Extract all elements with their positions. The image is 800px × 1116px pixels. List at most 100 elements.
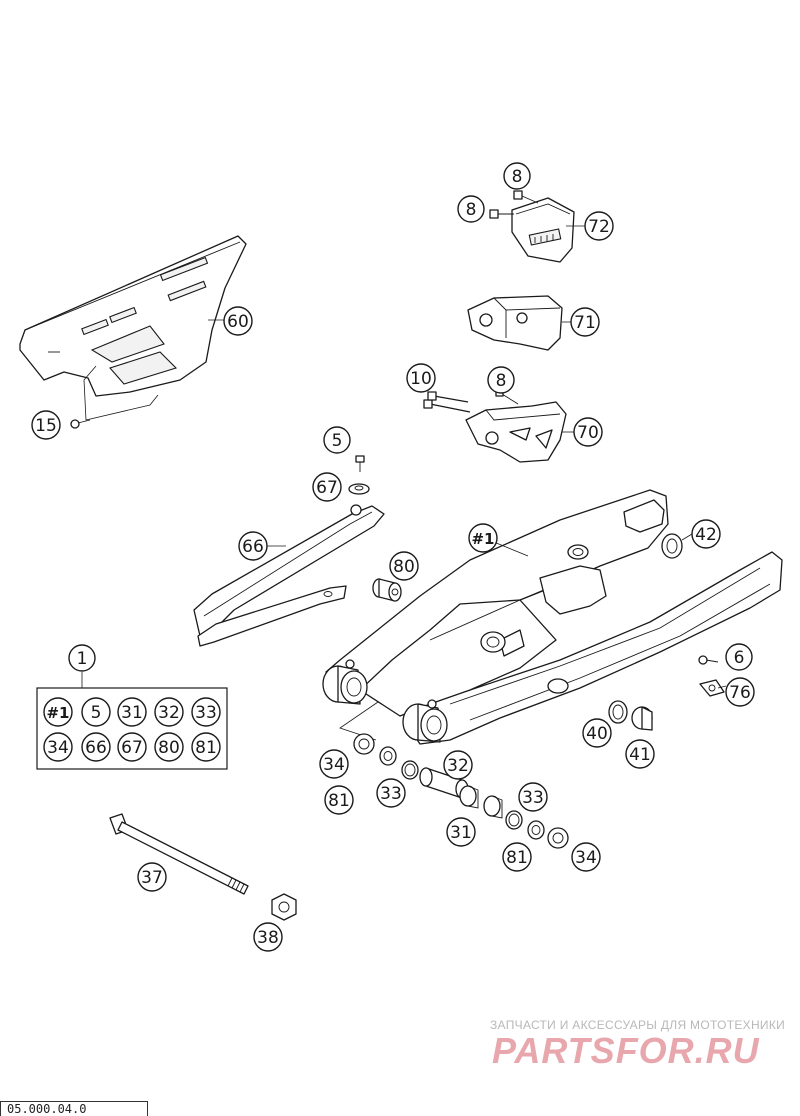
svg-text:8: 8 — [512, 167, 523, 187]
callout-10: 10 — [406, 363, 436, 393]
kit-item-81: 81 — [191, 732, 221, 762]
svg-text:42: 42 — [695, 525, 717, 545]
callout-8-side: 8 — [457, 195, 485, 223]
svg-text:67: 67 — [316, 478, 338, 498]
callout-33-right: 33 — [518, 782, 548, 812]
screw-15 — [70, 419, 91, 429]
screw-5 — [355, 455, 365, 472]
svg-text:10: 10 — [410, 369, 432, 389]
svg-text:5: 5 — [332, 431, 343, 451]
svg-text:81: 81 — [195, 738, 217, 758]
svg-text:#1: #1 — [471, 530, 494, 548]
svg-text:38: 38 — [257, 928, 279, 948]
svg-text:33: 33 — [380, 784, 402, 804]
svg-text:67: 67 — [121, 738, 143, 758]
washer-33-right — [505, 810, 523, 830]
callout-1-kit: 1 — [68, 644, 96, 672]
svg-text:81: 81 — [328, 791, 350, 811]
callout-38: 38 — [253, 922, 283, 952]
kit-item-33: 33 — [191, 697, 221, 727]
bearing-31 — [459, 785, 503, 819]
part-70-chain-guide-bracket — [465, 401, 567, 463]
svg-text:#1: #1 — [46, 704, 69, 722]
washer-33-left — [401, 760, 419, 780]
svg-text:41: 41 — [629, 745, 651, 765]
swingarm-left-pivot — [322, 659, 368, 705]
svg-text:34: 34 — [323, 755, 345, 775]
callout-40: 40 — [582, 718, 612, 748]
watermark-subtitle: ЗАПЧАСТИ И АКСЕССУАРЫ ДЛЯ МОТОТЕХНИКИ — [490, 1018, 786, 1032]
svg-text:66: 66 — [242, 537, 264, 557]
part-72-chain-guide-cover — [511, 197, 575, 263]
svg-text:6: 6 — [734, 648, 745, 668]
callout-33-left: 33 — [376, 778, 406, 808]
kit-item-1: #1 — [43, 697, 73, 727]
callout-5: 5 — [323, 426, 351, 454]
kit-item-5: 5 — [81, 697, 111, 727]
callout-67: 67 — [312, 472, 342, 502]
seal-34-left — [353, 733, 375, 755]
part-42-roller — [661, 533, 683, 559]
svg-text:1: 1 — [77, 649, 88, 669]
svg-text:33: 33 — [522, 788, 544, 808]
callout-71: 71 — [570, 307, 600, 337]
svg-text:60: 60 — [227, 312, 249, 332]
svg-text:33: 33 — [195, 703, 217, 723]
svg-text:72: 72 — [588, 217, 610, 237]
part-1-swingarm — [322, 489, 783, 745]
svg-text:80: 80 — [158, 738, 180, 758]
callout-66: 66 — [238, 531, 268, 561]
callout-8-upper: 8 — [503, 162, 531, 190]
callout-42: 42 — [691, 519, 721, 549]
part-66-chain-slider — [193, 504, 385, 647]
callout-81-right: 81 — [502, 842, 532, 872]
callout-60: 60 — [223, 306, 253, 336]
callout-37: 37 — [137, 862, 167, 892]
washer-67 — [348, 483, 370, 495]
svg-text:76: 76 — [729, 683, 751, 703]
svg-text:34: 34 — [47, 738, 69, 758]
bolt-10 — [423, 391, 471, 413]
callout-72: 72 — [584, 211, 614, 241]
svg-text:37: 37 — [141, 868, 163, 888]
svg-text:40: 40 — [586, 724, 608, 744]
callout-8-bracket: 8 — [487, 366, 515, 394]
callout-81-left: 81 — [324, 785, 354, 815]
watermark-logo: PARTSFOR.RU — [492, 1030, 760, 1071]
callout-1-swingarm: #1 — [468, 523, 498, 553]
callout-70: 70 — [573, 417, 603, 447]
leader-lines — [208, 225, 727, 689]
kit-item-31: 31 — [117, 697, 147, 727]
callout-15: 15 — [31, 410, 61, 440]
svg-text:80: 80 — [393, 557, 415, 577]
part-80-bushing — [372, 578, 402, 602]
callout-32: 32 — [443, 750, 473, 780]
svg-text:71: 71 — [574, 313, 596, 333]
svg-text:66: 66 — [85, 738, 107, 758]
callout-76: 76 — [725, 677, 755, 707]
bolt-8-lower — [489, 209, 514, 219]
kit-item-66: 66 — [81, 732, 111, 762]
part-60-chain-guard — [19, 235, 247, 421]
svg-text:5: 5 — [91, 703, 102, 723]
kit-item-80: 80 — [154, 732, 184, 762]
part-38-nut — [271, 893, 297, 921]
part-40-ring — [608, 700, 628, 724]
bushing-81-left — [379, 746, 397, 766]
svg-text:32: 32 — [158, 703, 180, 723]
callout-41: 41 — [625, 739, 655, 769]
diagram-code: 05.000.04.0 — [0, 1101, 148, 1116]
svg-text:31: 31 — [121, 703, 143, 723]
part-37-pivot-axle — [109, 813, 249, 895]
svg-text:8: 8 — [466, 200, 477, 220]
svg-text:8: 8 — [496, 371, 507, 391]
kit-item-67: 67 — [117, 732, 147, 762]
callout-31: 31 — [446, 817, 476, 847]
part-71-chain-guide-block — [467, 295, 563, 351]
callout-34-left: 34 — [319, 749, 349, 779]
svg-text:81: 81 — [506, 848, 528, 868]
svg-text:32: 32 — [447, 756, 469, 776]
bolt-8-upper — [513, 190, 539, 204]
kit-item-34: 34 — [43, 732, 73, 762]
